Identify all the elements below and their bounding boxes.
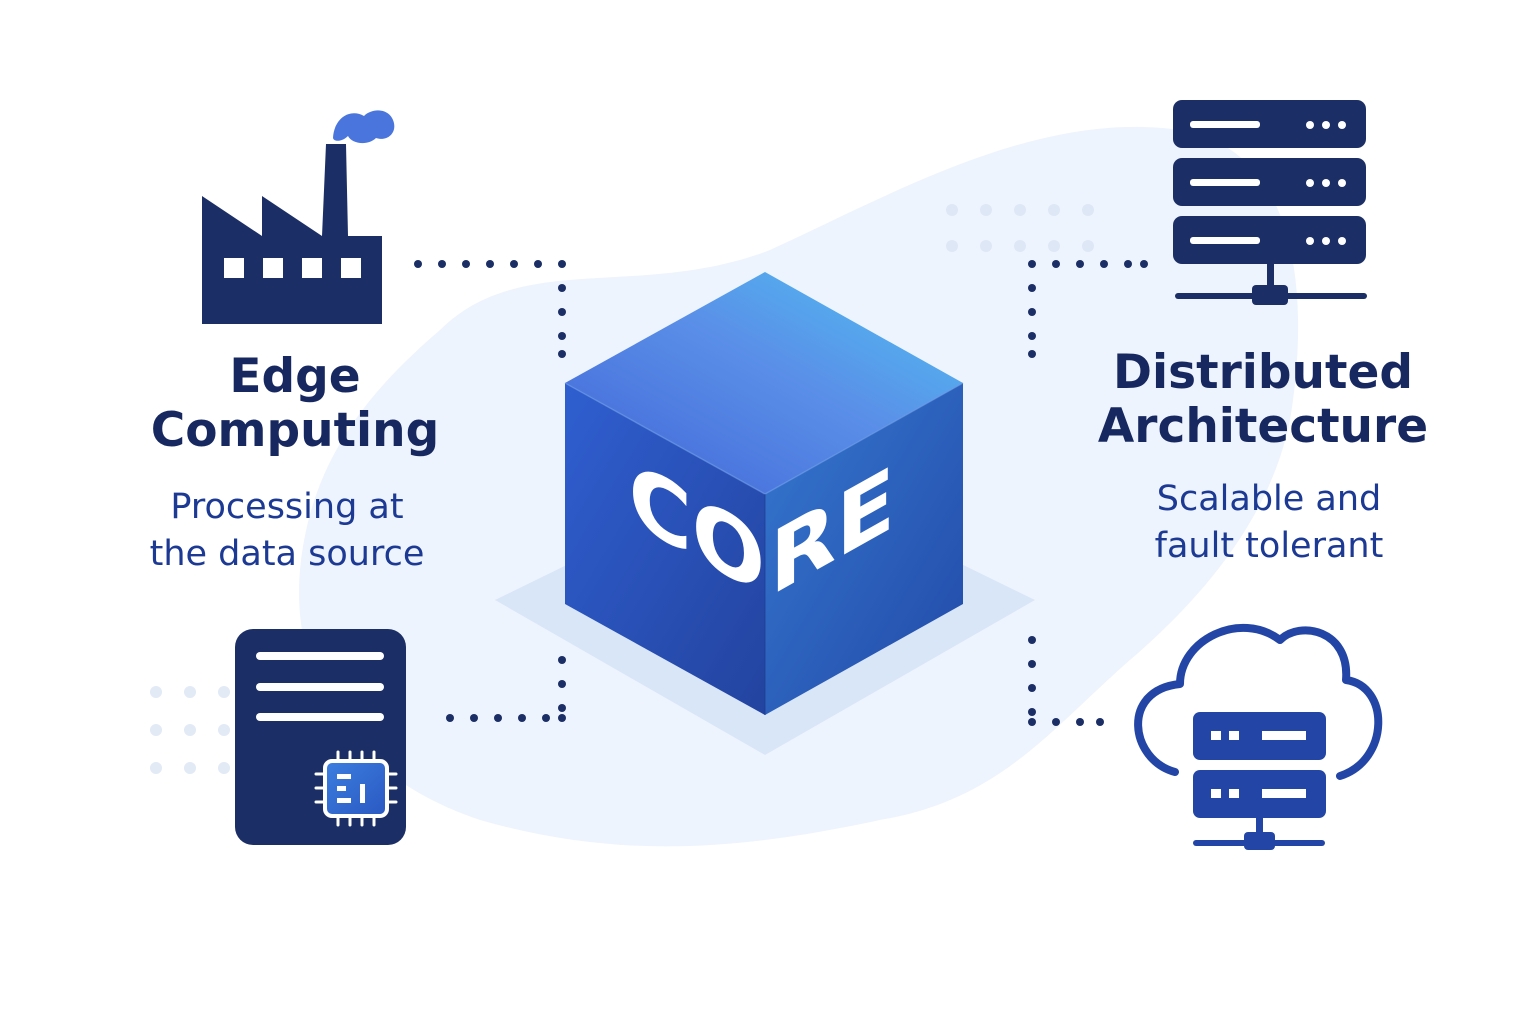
core-cube: CO RE — [564, 272, 964, 715]
decor-dots-top-right — [946, 204, 1094, 252]
connector-top-left — [414, 260, 566, 358]
connector-bottom-left — [446, 656, 566, 722]
server-rack-icon — [1173, 100, 1367, 305]
chip-icon — [314, 750, 398, 827]
connector-top-right — [1028, 260, 1148, 358]
cube-left-face — [565, 383, 765, 715]
connectors — [414, 260, 1148, 726]
cloud-server-icon — [1134, 624, 1383, 850]
factory-icon — [202, 110, 395, 324]
decor-dots-bottom-left — [150, 686, 230, 774]
connector-bottom-right — [1028, 636, 1104, 726]
distributed-architecture-subtitle: Scalable and fault tolerant — [1154, 479, 1384, 566]
distributed-architecture-title: Distributed Architecture — [1097, 345, 1429, 454]
cube-right-face — [765, 383, 963, 715]
edge-computing-subtitle: Processing at the data source — [149, 487, 425, 574]
edge-device-chip-icon — [235, 629, 406, 845]
edge-computing-title: Edge Computing — [150, 349, 440, 458]
